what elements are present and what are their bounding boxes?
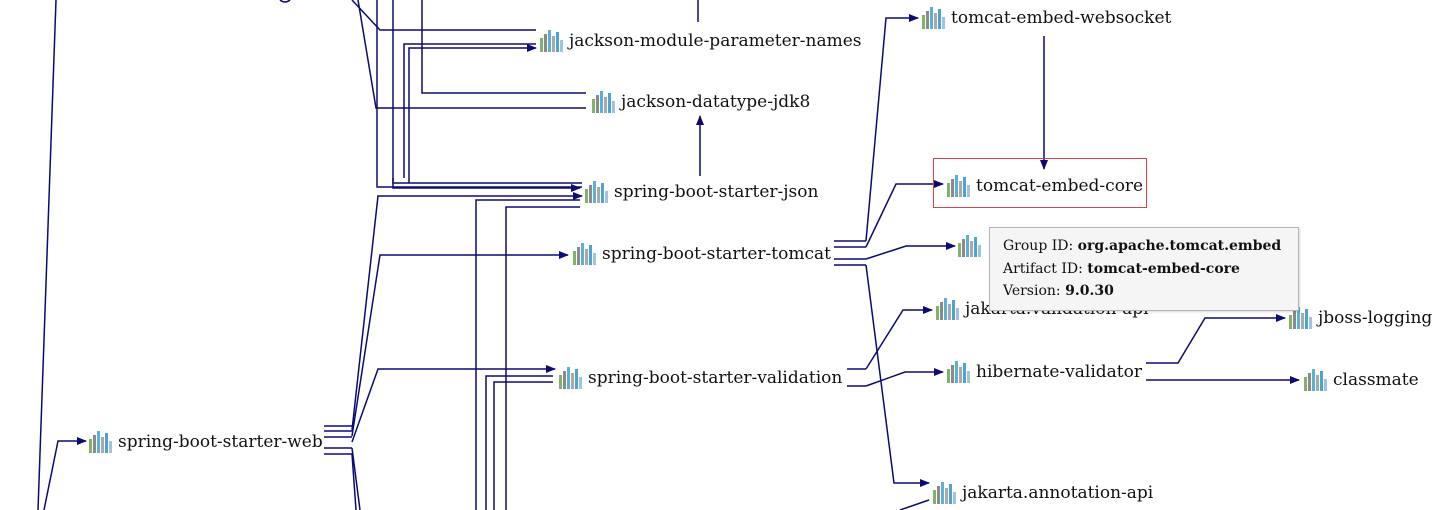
artifact-tooltip: Group ID: org.apache.tomcat.embed Artifa… bbox=[989, 227, 1299, 311]
tooltip-version-value: 9.0.30 bbox=[1065, 283, 1114, 299]
edge bbox=[376, 0, 582, 188]
edge bbox=[403, 43, 536, 178]
selection-highlight bbox=[933, 158, 1147, 208]
edge bbox=[493, 381, 553, 510]
edge bbox=[351, 0, 536, 31]
edge bbox=[485, 375, 553, 510]
node-spring-boot-starter-web[interactable]: spring-boot-starter-web bbox=[89, 431, 323, 453]
edge bbox=[421, 0, 586, 94]
jar-icon bbox=[1304, 369, 1327, 391]
node-label: jackson-datatype-jdk8 bbox=[621, 92, 811, 112]
edge-hibernate-to-jboss bbox=[1146, 314, 1286, 364]
edge-to-web bbox=[43, 437, 87, 510]
edge-tomcat-to-websocket bbox=[865, 14, 919, 242]
node-jackson-module-parameter-names[interactable]: jackson-module-parameter-names bbox=[540, 30, 862, 52]
jar-icon bbox=[559, 367, 582, 389]
tooltip-artifact-label: Artifact ID: bbox=[1003, 260, 1083, 277]
edge-to-parameter-names-arrow bbox=[408, 44, 537, 183]
jar-icon bbox=[1289, 307, 1312, 329]
jar-icon bbox=[947, 361, 970, 383]
node-label: spring-boot-starter-validation bbox=[588, 368, 843, 388]
edge bbox=[899, 499, 930, 510]
tooltip-version-label: Version: bbox=[1003, 283, 1061, 299]
node-jboss-logging[interactable]: jboss-logging bbox=[1289, 307, 1432, 329]
edge-web-to-json bbox=[351, 192, 583, 431]
jar-icon bbox=[585, 181, 608, 203]
jar-icon bbox=[592, 91, 615, 113]
node-tomcat-embed-core[interactable]: tomcat-embed-core bbox=[947, 175, 1143, 197]
edge bbox=[475, 199, 580, 510]
edge bbox=[279, 0, 291, 3]
jar-icon bbox=[89, 431, 112, 453]
edge bbox=[351, 453, 357, 510]
edge bbox=[351, 447, 361, 510]
edge-web-to-validation bbox=[351, 365, 556, 443]
tooltip-artifact-value: tomcat-embed-core bbox=[1087, 260, 1240, 277]
tooltip-version-row: Version: 9.0.30 bbox=[1003, 280, 1285, 303]
edge bbox=[37, 0, 57, 510]
edge bbox=[505, 206, 580, 510]
tooltip-group-value: org.apache.tomcat.embed bbox=[1077, 238, 1282, 254]
jar-icon bbox=[936, 298, 959, 320]
jar-icon bbox=[540, 30, 563, 52]
edge-tomcat-to-core bbox=[865, 180, 944, 248]
node-classmate[interactable]: classmate bbox=[1304, 369, 1419, 391]
jar-icon bbox=[573, 243, 596, 265]
edge-validation-to-hibernate bbox=[865, 368, 944, 387]
tooltip-group-label: Group ID: bbox=[1003, 238, 1074, 254]
node-spring-boot-starter-json[interactable]: spring-boot-starter-json bbox=[585, 181, 818, 203]
node-label: tomcat-embed-core bbox=[976, 176, 1144, 196]
node-label: jakarta.annotation-api bbox=[962, 483, 1154, 503]
node-label: classmate bbox=[1333, 370, 1419, 390]
node-jackson-datatype-jdk8[interactable]: jackson-datatype-jdk8 bbox=[592, 91, 810, 113]
node-label: jboss-logging bbox=[1318, 308, 1433, 328]
jar-icon bbox=[958, 235, 981, 257]
edge-to-json bbox=[392, 178, 581, 192]
node-hidden-behind-tooltip[interactable] bbox=[958, 235, 981, 257]
node-spring-boot-starter-validation[interactable]: spring-boot-starter-validation bbox=[559, 367, 842, 389]
edge-to-parameter-names bbox=[357, 0, 586, 109]
node-label: spring-boot-starter-web bbox=[118, 432, 323, 452]
tooltip-group-row: Group ID: org.apache.tomcat.embed bbox=[1003, 235, 1285, 258]
node-label: spring-boot-starter-tomcat bbox=[602, 244, 831, 264]
tooltip-artifact-row: Artifact ID: tomcat-embed-core bbox=[1003, 258, 1285, 281]
node-label: spring-boot-starter-json bbox=[614, 182, 819, 202]
edge-web-to-tomcat bbox=[351, 251, 569, 437]
jar-icon bbox=[922, 7, 945, 29]
edge-tomcat-to-annotation bbox=[865, 264, 930, 487]
node-spring-boot-starter-tomcat[interactable]: spring-boot-starter-tomcat bbox=[573, 243, 831, 265]
node-label: jackson-module-parameter-names bbox=[569, 31, 862, 51]
node-tomcat-embed-websocket[interactable]: tomcat-embed-websocket bbox=[922, 7, 1171, 29]
jar-icon bbox=[933, 482, 956, 504]
node-hibernate-validator[interactable]: hibernate-validator bbox=[947, 361, 1142, 383]
node-jakarta-annotation-api[interactable]: jakarta.annotation-api bbox=[933, 482, 1153, 504]
node-label: tomcat-embed-websocket bbox=[951, 8, 1172, 28]
edge-tomcat-to-el bbox=[865, 242, 956, 260]
node-label: hibernate-validator bbox=[976, 362, 1142, 382]
jar-icon bbox=[947, 175, 970, 197]
edge-validation-to-validation-api bbox=[865, 306, 933, 370]
